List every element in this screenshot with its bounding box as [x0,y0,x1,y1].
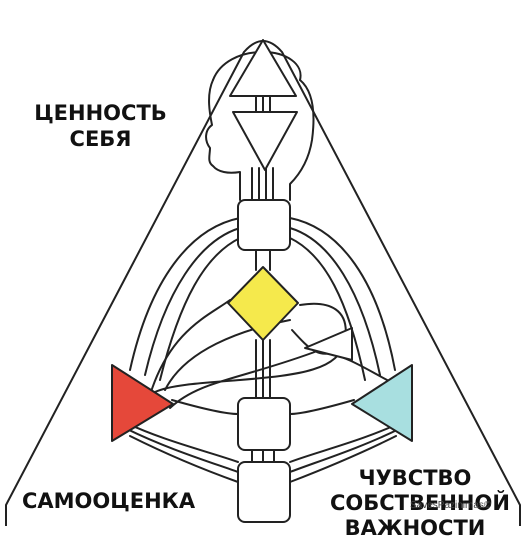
head-center [229,39,297,97]
label-self-worth-line-1: ЦЕННОСТЬ [34,101,167,125]
throat-center [237,199,291,251]
solar-plexus-center [351,364,413,442]
label-self-importance-line-3: ВАЖНОСТИ [344,516,486,540]
label-self-importance-line-1: ЧУВСТВО [358,466,472,490]
spleen-center [111,364,174,442]
watermark: SavesPazinimas© [410,500,492,511]
sacral-center [237,397,291,451]
label-self-esteem: САМООЦЕНКА [22,489,196,513]
label-self-worth: ЦЕННОСТЬ СЕБЯ [28,100,173,152]
root-center [237,461,291,523]
label-self-importance-line-2: СОБСТВЕННОЙ [330,491,510,515]
ajna-center [232,111,298,171]
outer-frame [5,40,521,526]
g-center [227,266,299,341]
head-silhouette [205,79,315,201]
heart-center [304,327,353,361]
label-self-worth-line-2: СЕБЯ [69,127,132,151]
bodygraph-diagram [5,39,521,526]
